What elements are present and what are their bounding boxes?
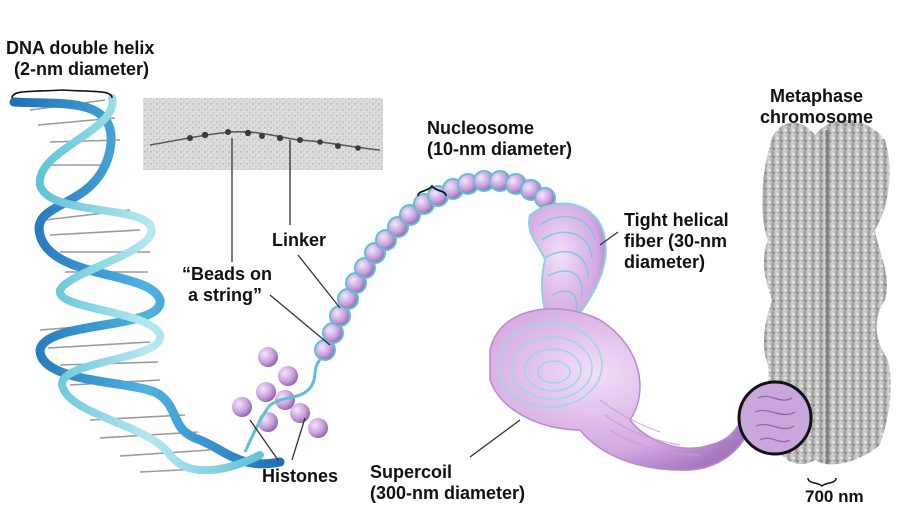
linker-dna	[243, 358, 322, 453]
metaphase-chromosome	[737, 119, 891, 488]
label-tight-helical-fiber: Tight helical fiber (30-nm diameter)	[624, 210, 729, 272]
label-nucleosome: Nucleosome (10-nm diameter)	[427, 118, 573, 159]
dna-brace	[11, 89, 113, 99]
label-linker: Linker	[272, 230, 327, 250]
nucleosome-chain	[314, 170, 562, 361]
label-scale-700nm: 700 nm	[805, 487, 864, 506]
label-histones: Histones	[262, 466, 339, 486]
scale-brace	[807, 477, 837, 488]
bead-dots	[187, 129, 361, 151]
histone-spheres	[232, 347, 328, 438]
label-supercoil: Supercoil (300-nm diameter)	[370, 462, 526, 503]
helix-strand-teal	[35, 94, 264, 475]
helix-strand-blue	[9, 97, 285, 469]
supercoil	[489, 308, 772, 471]
label-beads-on-a-string: “Beads on a string”	[182, 264, 273, 305]
leader-lines	[231, 138, 619, 461]
label-metaphase-chromosome: Metaphase chromosome	[760, 86, 874, 127]
dna-double-helix	[9, 94, 285, 475]
magnified-region-circle	[737, 380, 813, 456]
label-dna-double-helix: DNA double helix (2-nm diameter)	[6, 38, 155, 79]
nucleosome-brace	[417, 184, 447, 197]
micrograph-panel	[143, 98, 383, 170]
